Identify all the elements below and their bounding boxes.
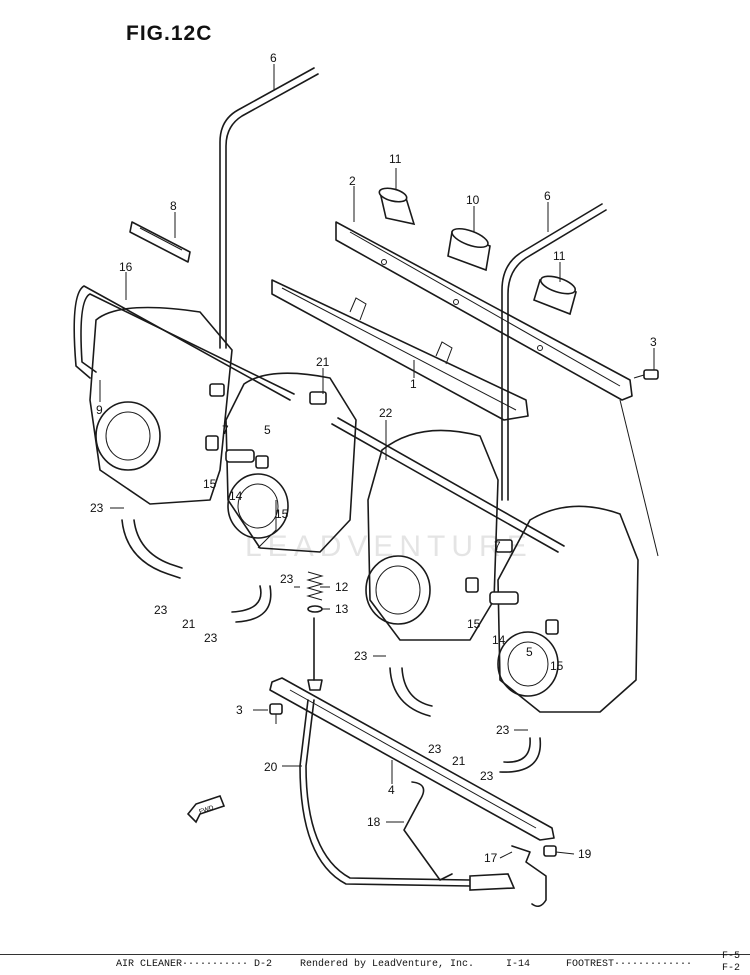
fwd-arrow-icon: FWD	[186, 795, 226, 824]
callout-22: 22	[379, 406, 393, 420]
callout-21: 21	[182, 617, 196, 631]
part-19-screw	[543, 845, 557, 857]
footer-page: I-14	[506, 959, 531, 970]
callout-5: 5	[526, 645, 533, 659]
part-6-vent-tube-left	[219, 67, 319, 349]
carburetor-4	[497, 505, 639, 713]
callout-21: 21	[316, 355, 330, 369]
callout-15: 15	[550, 659, 564, 673]
callout-23: 23	[428, 742, 442, 756]
callout-11: 11	[553, 249, 566, 263]
carburetor-2	[225, 372, 357, 553]
callout-6: 6	[270, 51, 277, 65]
footer-rendered-by: Rendered by LeadVenture, Inc.	[300, 959, 475, 970]
callout-20: 20	[264, 760, 278, 774]
callout-11: 11	[389, 152, 402, 166]
callout-23: 23	[204, 631, 218, 645]
callout-15: 15	[467, 617, 481, 631]
part-22-fuel-rail	[331, 417, 565, 553]
callout-7: 7	[494, 539, 501, 553]
fwd-label: FWD	[198, 804, 215, 815]
callout-21: 21	[452, 754, 466, 768]
leader-lines	[99, 64, 659, 859]
part-11-cap-upper	[378, 187, 416, 226]
figure-title: FIG.12C	[126, 22, 213, 45]
callout-5: 5	[264, 423, 271, 437]
part-18-rod	[403, 781, 453, 881]
callout-18: 18	[367, 815, 381, 829]
callout-23: 23	[480, 769, 494, 783]
callout-23: 23	[90, 501, 104, 515]
footer-bar: AIR CLEANER··········· D-2 Rendered by L…	[0, 951, 750, 975]
part-11-cap-lower	[533, 275, 577, 316]
callout-15: 15	[275, 507, 289, 521]
callout-17: 17	[484, 851, 498, 865]
callout-10: 10	[466, 193, 480, 207]
footer-right-ref: F-5	[722, 951, 741, 962]
callout-23: 23	[280, 572, 294, 586]
callout-12: 12	[335, 580, 349, 594]
callout-23: 23	[154, 603, 168, 617]
part-3-screw-lower	[269, 703, 283, 724]
hoses-23	[121, 519, 542, 773]
callout-23: 23	[354, 649, 368, 663]
part-6-vent-tube-right	[501, 203, 607, 501]
callout-9: 9	[96, 403, 103, 417]
footer-right-label: FOOTREST·············	[566, 959, 693, 970]
part-20-cable	[299, 699, 516, 891]
callout-14: 14	[229, 489, 243, 503]
callout-15: 15	[203, 477, 217, 491]
callout-13: 13	[335, 602, 349, 616]
footer-right-ref-2: F-2	[722, 963, 741, 974]
part-2-plate	[335, 221, 633, 401]
callout-23: 23	[496, 723, 510, 737]
part-10-cap	[447, 227, 491, 272]
callout-4: 4	[388, 783, 395, 797]
part-3-screw-upper	[633, 369, 659, 380]
watermark-text: LEADVENTURE	[245, 530, 533, 563]
fittings-left	[205, 383, 327, 469]
part-17-clip	[511, 845, 547, 908]
carburetor-1	[89, 306, 233, 505]
callout-14: 14	[492, 633, 506, 647]
callout-3: 3	[236, 703, 243, 717]
footer-left-ref: AIR CLEANER··········· D-2	[116, 959, 273, 970]
fittings-right	[465, 539, 559, 635]
callout-8: 8	[170, 199, 177, 213]
callout-numbers: 6 11 2 8 10 6 11 16 3 21 22 1 9 7 5 15 1…	[90, 51, 657, 865]
carburetor-3	[365, 429, 499, 641]
callout-6: 6	[544, 189, 551, 203]
callout-19: 19	[578, 847, 592, 861]
callout-1: 1	[410, 377, 417, 391]
exploded-view-drawing: LEADVENTURE	[73, 51, 659, 908]
part-8-bracket	[129, 221, 191, 263]
part-1-bracket	[271, 279, 529, 421]
callout-16: 16	[119, 260, 133, 274]
callout-2: 2	[349, 174, 356, 188]
part-12-spring	[306, 571, 324, 691]
callout-7: 7	[222, 423, 229, 437]
part-16-fuel-rail	[73, 285, 295, 401]
part-4-plate	[269, 677, 555, 841]
callout-3: 3	[650, 335, 657, 349]
